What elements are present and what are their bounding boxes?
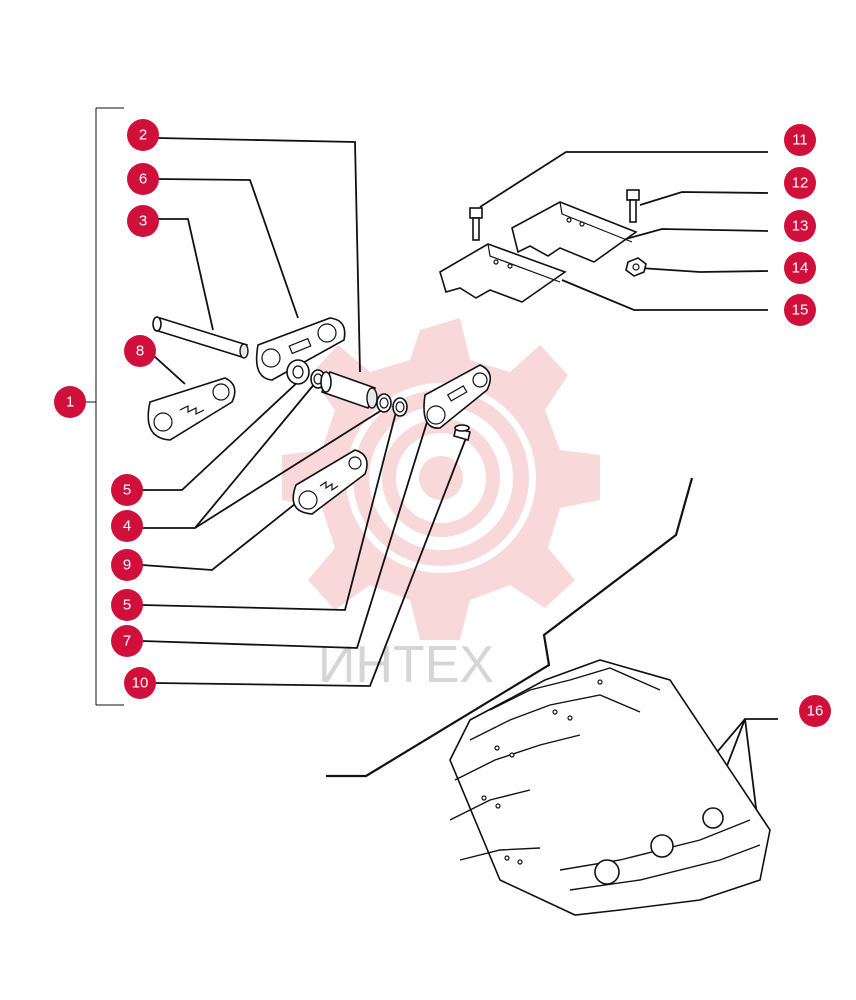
callout-badge (784, 294, 816, 326)
leader-3 (158, 218, 214, 331)
leader-10 (154, 437, 467, 687)
leader-2 (157, 137, 361, 373)
detail-pointer-line (326, 477, 694, 778)
callout-badge (111, 474, 143, 506)
callout-number: 5 (123, 597, 131, 614)
callout-badge (784, 167, 816, 199)
part-3-pin (152, 316, 249, 359)
callout-badge (54, 386, 86, 418)
leader-13 (621, 228, 769, 241)
leader-12 (639, 191, 769, 206)
callout-number: 7 (123, 633, 131, 650)
callout-number: 5 (123, 482, 131, 499)
callout-number: 12 (792, 175, 809, 192)
callout-c8: 8 (124, 335, 156, 367)
callout-number: 11 (792, 132, 808, 149)
leader-15 (561, 279, 768, 311)
callout-c1: 1 (54, 386, 86, 418)
leader-9 (141, 499, 301, 571)
callout-badge (784, 252, 816, 284)
callout-number: 9 (123, 557, 131, 574)
part-13-track-shoe (511, 201, 638, 263)
part-6-outer-link (255, 317, 346, 381)
callout-c2: 2 (127, 119, 159, 151)
callout-c15: 15 (784, 294, 816, 326)
callout-badge (111, 510, 143, 542)
part-5-seal-b (392, 397, 408, 417)
callout-c16: 16 (799, 695, 831, 727)
part-10-pin-short (453, 424, 471, 441)
callout-badge (127, 205, 159, 237)
callout-c6: 6 (127, 163, 159, 195)
callout-badge (124, 335, 156, 367)
callout-c14: 14 (784, 252, 816, 284)
callout-badge (111, 625, 143, 657)
part-5-seal-a (286, 359, 310, 385)
callout-c5a: 5 (111, 474, 143, 506)
part-14-nut (625, 257, 647, 277)
part-2-bushing (320, 370, 378, 410)
callout-badge (124, 667, 156, 699)
callout-badge (111, 589, 143, 621)
callout-c3: 3 (127, 205, 159, 237)
callout-c5b: 5 (111, 589, 143, 621)
callout-badge (784, 124, 816, 156)
callout-badge (111, 549, 143, 581)
part-11-bolt (469, 207, 483, 241)
callout-c13: 13 (784, 210, 816, 242)
track-assembly (449, 659, 771, 916)
callout-number: 3 (139, 213, 147, 230)
callout-c9: 9 (111, 549, 143, 581)
part-9-link (292, 449, 368, 515)
callout-number: 1 (66, 394, 74, 411)
part-7-link (423, 364, 492, 429)
leader-6 (157, 178, 299, 319)
leader-11 (479, 151, 768, 208)
callout-number: 8 (136, 343, 144, 360)
part-12-bolt (626, 189, 640, 223)
callout-c7: 7 (111, 625, 143, 657)
callout-badge (799, 695, 831, 727)
leader-lines (141, 137, 778, 841)
watermark-text: ИНТЕХ (318, 636, 494, 694)
callout-number: 10 (132, 675, 149, 692)
callout-number: 13 (792, 218, 809, 235)
callout-c10: 10 (124, 667, 156, 699)
leader-5b (141, 411, 397, 611)
callout-number: 14 (792, 260, 809, 277)
part-4-ring-b (376, 393, 392, 413)
callout-number: 15 (792, 302, 809, 319)
callout-number: 4 (123, 518, 131, 535)
part-8-link (147, 377, 236, 441)
callout-number: 6 (139, 171, 147, 188)
leader-5a (142, 379, 301, 491)
callout-c12: 12 (784, 167, 816, 199)
part-15-track-shoe (439, 243, 567, 303)
callout-badge (784, 210, 816, 242)
callout-number: 2 (139, 127, 147, 144)
callout-number: 16 (807, 703, 824, 720)
callout-badge (127, 163, 159, 195)
leader-7 (141, 421, 428, 649)
callout-badge (127, 119, 159, 151)
leader-14 (639, 267, 769, 273)
callout-c4: 4 (111, 510, 143, 542)
callout-c11: 11 (784, 124, 816, 156)
leader-8 (153, 355, 186, 385)
leader-4b (194, 407, 386, 529)
